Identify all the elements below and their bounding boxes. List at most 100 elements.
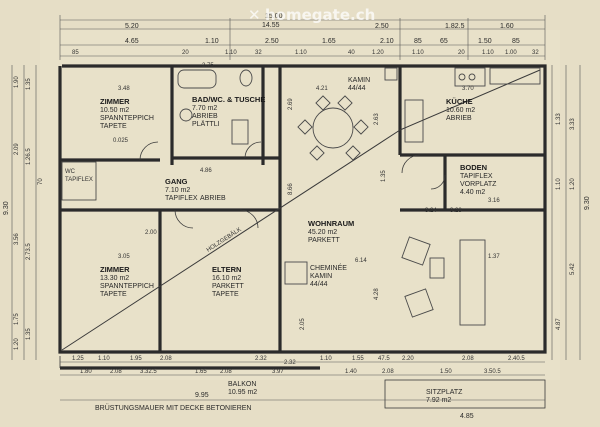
dim-bot-r1-2: 1.95 xyxy=(130,356,142,362)
dim-top-r2-3: 1.65 xyxy=(322,38,336,45)
armchair-icon xyxy=(401,236,431,266)
coffee-table-icon xyxy=(429,257,445,279)
room-floor: PARKETT xyxy=(308,237,340,244)
dim-misc-4: 4.86 xyxy=(200,168,212,174)
room-name: WC xyxy=(65,169,76,175)
dim-misc-3: 4.21 xyxy=(316,86,328,92)
dim-top-r2-5: 85 xyxy=(414,38,422,45)
room-floor: SPANNTEPPICH xyxy=(100,283,154,290)
kitchen-cabinet-icon xyxy=(404,99,424,143)
sofa-icon xyxy=(459,239,486,326)
dim-misc-10: 2.63 xyxy=(374,113,380,125)
cheminee: CHEMINÉE KAMIN 44/44 xyxy=(310,263,347,288)
sitzplatz-name: SITZPLATZ xyxy=(426,389,463,396)
dim-bot-r1-9: 2.08 xyxy=(462,356,474,362)
dim-top-r2-1: 1.10 xyxy=(205,38,219,45)
room-name: WOHNRAUM xyxy=(308,219,354,228)
dim-misc-0: 3.48 xyxy=(118,86,130,92)
room-boden: BODEN TAPIFLEX VORPLATZ 4.40 m2 xyxy=(460,163,497,196)
kamin-name: KAMIN xyxy=(348,77,370,84)
room-area: 45.20 m2 xyxy=(308,229,337,236)
room-wohnraum: WOHNRAUM 45.20 m2 PARKETT xyxy=(308,219,354,244)
stove-icon xyxy=(454,67,486,87)
dim-misc-6: 2.75 xyxy=(202,63,214,69)
dim-top-r1-3: 1.60 xyxy=(500,23,514,30)
dim-bot-r1-0: 1.25 xyxy=(72,356,84,362)
dim-bot-r2-1: 2.08 xyxy=(110,369,122,375)
room-name: KÜCHE xyxy=(446,97,473,106)
dim-bot-r2-3: 1.65 xyxy=(195,369,207,375)
room-name: GANG xyxy=(165,177,188,186)
dim-top-r3-9: 1.10 xyxy=(482,50,494,56)
dim-bot-r2-8: 1.50 xyxy=(440,369,452,375)
dim-bot-r1-6: 1.55 xyxy=(352,356,364,362)
room-floor: TAPIFLEX xyxy=(65,177,93,183)
balkon-name: BALKON xyxy=(228,381,256,388)
dim-top-r2-7: 1.50 xyxy=(478,38,492,45)
fireplace-icon xyxy=(284,261,308,285)
bottom-dimensions: 1.25 1.10 1.95 2.08 2.32 1.10 1.55 47.5 … xyxy=(60,356,545,420)
dim-misc-11: 8.66 xyxy=(288,183,294,195)
dim-bot-r2-7: 2.08 xyxy=(382,369,394,375)
room-floor: SPANNTEPPICH xyxy=(100,115,154,122)
dim-right-4: 4.87 xyxy=(556,318,562,330)
room-zimmer-2: ZIMMER 13.30 m2 SPANNTEPPICH TAPETE xyxy=(100,265,154,298)
dim-bot-r1-5: 1.10 xyxy=(320,356,332,362)
room-area: 16.10 m2 xyxy=(212,275,241,282)
room-area: 10.60 m2 xyxy=(446,107,475,114)
dining-table-icon xyxy=(312,107,354,149)
dim-misc-7: 1.37 xyxy=(488,254,500,260)
furniture xyxy=(177,67,541,326)
room-wall: TAPETE xyxy=(100,123,127,130)
room-wall: TAPETE xyxy=(212,291,239,298)
room-floor: TAPIFLEX xyxy=(460,173,493,180)
dim-left-1: 1.35 xyxy=(26,78,32,90)
dim-bot-r2-6: 1.40 xyxy=(345,369,357,375)
dim-top-r3-10: 1.00 xyxy=(505,50,517,56)
dim-top-r3-0: 85 xyxy=(72,50,79,56)
room-name: ZIMMER xyxy=(100,265,130,274)
dim-misc-5: 6.14 xyxy=(355,258,367,264)
cheminee-sub: KAMIN xyxy=(310,273,332,280)
dim-top-r2-2: 2.50 xyxy=(265,38,279,45)
room-sub: VORPLATZ xyxy=(460,181,497,188)
dim-left-2: 2.09 xyxy=(14,143,20,155)
dim-top-r3-3: 32 xyxy=(255,50,262,56)
toilet-icon xyxy=(239,69,253,87)
dim-left-7: 1.75 xyxy=(14,313,20,325)
wc-room xyxy=(61,161,97,201)
room-floor: PARKETT xyxy=(212,283,244,290)
room-wc: WC TAPIFLEX xyxy=(65,169,93,183)
dim-top-r1-1: 2.50 xyxy=(375,23,389,30)
dim-left-5: 3.56 xyxy=(14,233,20,245)
dim-misc-15: 3.28 xyxy=(450,208,462,214)
kitchen-counter-icon xyxy=(489,67,541,85)
room-eltern: ELTERN 16.10 m2 PARKETT TAPETE xyxy=(212,265,244,298)
room-floor: ABRIEB xyxy=(192,113,218,120)
dim-right-0: 1.33 xyxy=(556,113,562,125)
dim-bot-r2-4: 2.08 xyxy=(220,369,232,375)
dim-right-6: 1.20 xyxy=(570,178,576,190)
dim-top-r1-0: 5.20 xyxy=(125,23,139,30)
interior-dimensions: 3.48 3.05 3.70 4.21 4.86 6.14 2.75 1.37 … xyxy=(113,63,500,330)
room-name: BODEN xyxy=(460,163,487,172)
dim-misc-8: 3.16 xyxy=(488,198,500,204)
homegate-watermark: ✕ homegate.ch xyxy=(248,6,375,24)
dim-top-r3-2: 1.10 xyxy=(225,50,237,56)
balkon-dim: 2.32 xyxy=(284,360,296,366)
dim-top-r3-1: 20 xyxy=(182,50,189,56)
room-area: 7.70 m2 xyxy=(192,105,217,112)
dim-bot-r2-0: 1.80 xyxy=(80,369,92,375)
dim-misc-18: 1.35 xyxy=(381,170,387,182)
dim-left-0: 1.90 xyxy=(14,76,20,88)
dim-bot-r1-7: 47.5 xyxy=(378,356,390,362)
dim-top-r2-0: 4.65 xyxy=(125,38,139,45)
dim-bot-r1-4: 2.32 xyxy=(255,356,267,362)
dim-misc-1: 3.05 xyxy=(118,254,130,260)
dim-bot-r1-8: 2.20 xyxy=(402,356,414,362)
dim-overall-2: 14.55 xyxy=(262,22,280,29)
dim-top-r2-6: 65 xyxy=(440,38,448,45)
sitzplatz-area: 7.92 m2 xyxy=(426,397,451,404)
dim-overall: 15.00 xyxy=(265,13,283,20)
